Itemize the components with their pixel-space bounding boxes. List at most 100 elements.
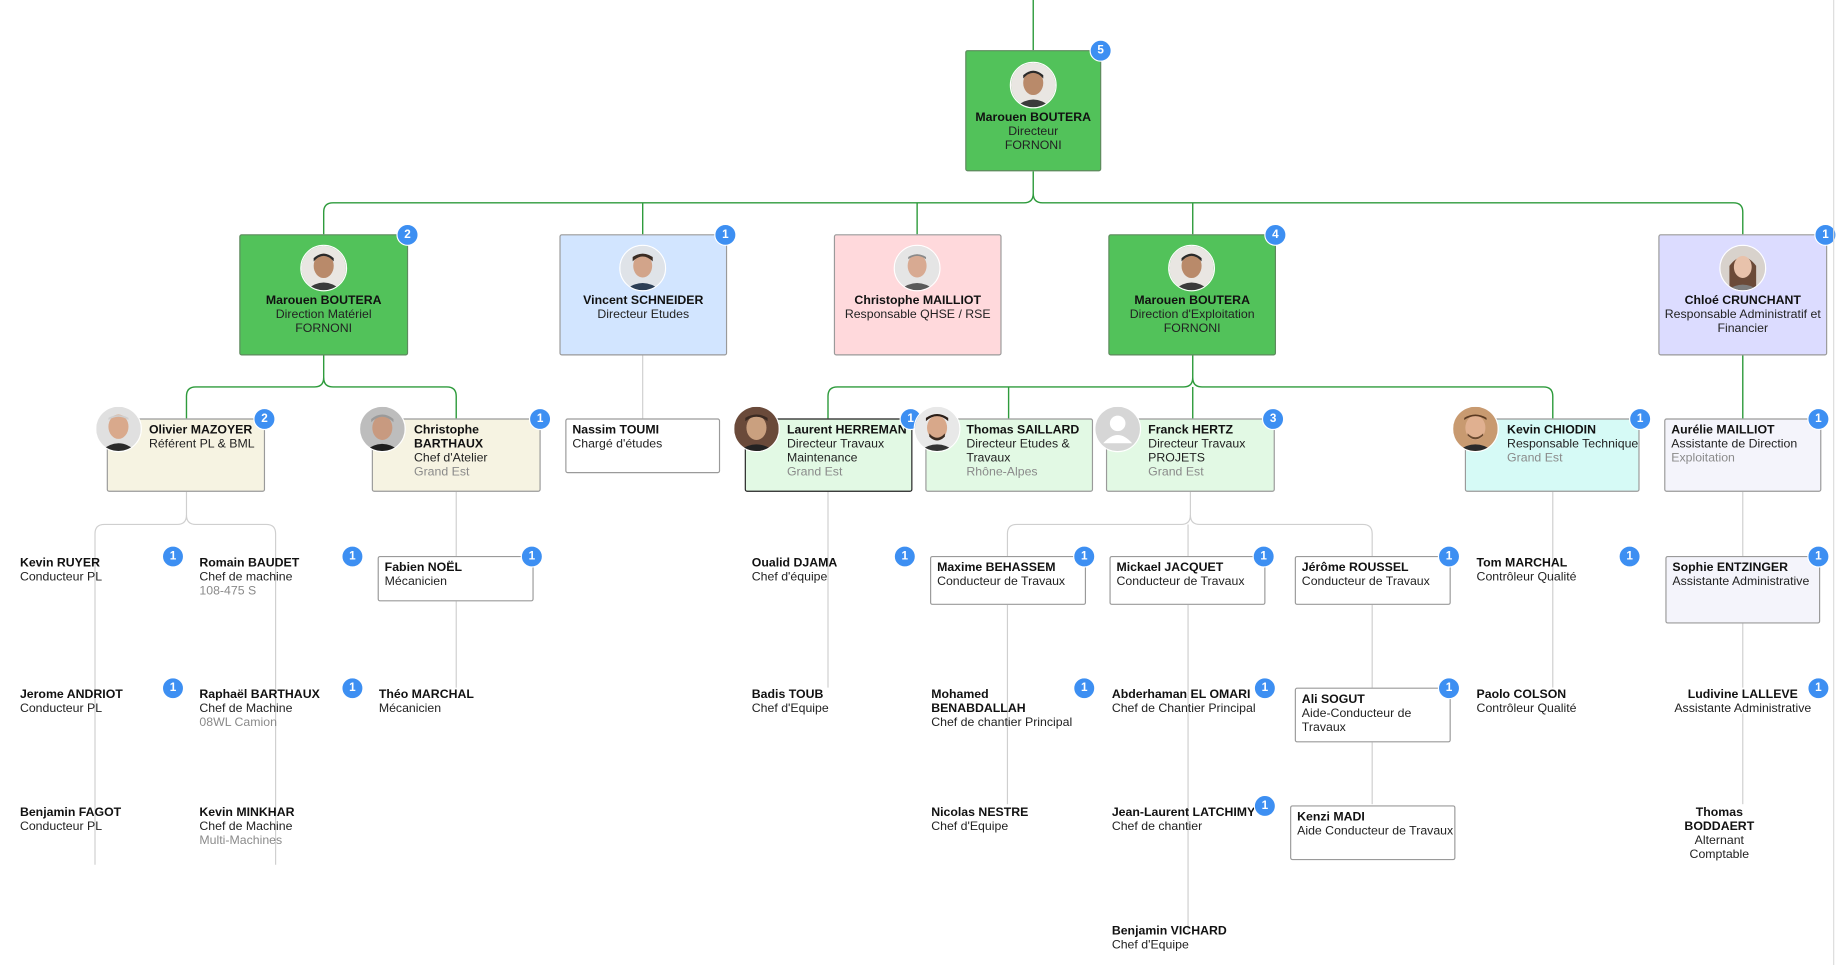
person-location: 108-475 S (199, 583, 257, 598)
node-text: Sophie ENTZINGER Assistante Administrati… (1672, 561, 1820, 589)
person-name: Vincent SCHNEIDER (583, 293, 704, 308)
node-aurelie-mailliot[interactable]: Aurélie MAILLIOT Assistante de Direction… (1664, 407, 1832, 492)
direct-reports-badge[interactable]: 4 (1264, 223, 1287, 246)
direct-reports-badge[interactable]: 1 (520, 545, 544, 568)
direct-reports-badge[interactable]: 1 (161, 545, 185, 568)
person-name: Théo MARCHAL (378, 687, 474, 702)
node-direction-materiel[interactable]: Marouen BOUTERA Direction Matériel FORNO… (239, 223, 419, 356)
node-thomas-boddaert[interactable]: Thomas BODDAERT Alternant Comptable (1665, 805, 1820, 861)
direct-reports-badge[interactable]: 1 (341, 677, 364, 700)
avatar (893, 244, 941, 292)
direct-reports-badge[interactable]: 1 (1807, 545, 1830, 568)
node-christophe-barthaux[interactable]: Christophe BARTHAUX Chef d'Atelier Grand… (358, 405, 552, 492)
node-badis-toub[interactable]: Badis TOUB Chef d'Equipe (752, 688, 893, 723)
person-name: Christophe MAILLIOT (854, 293, 981, 308)
direct-reports-badge[interactable]: 1 (1807, 407, 1830, 431)
node-franck-hertz[interactable]: Franck HERTZ Directeur Travaux PROJETS G… (1094, 405, 1288, 492)
node-fabien-noel[interactable]: Fabien NOËL Mécanicien 1 (377, 545, 545, 602)
node-mohamed-benabdallah[interactable]: Mohamed BENABDALLAH Chef de chantier Pri… (931, 677, 1098, 730)
direct-reports-badge[interactable]: 1 (528, 407, 552, 431)
person-location: Grand Est (786, 465, 843, 480)
direct-reports-badge[interactable]: 1 (1807, 677, 1830, 700)
person-name: Maxime BEHASSEM (937, 560, 1056, 575)
node-kevin-chiodin[interactable]: Kevin CHIODIN Responsable Technique Gran… (1451, 405, 1653, 492)
node-nassim-toumi[interactable]: Nassim TOUMI Chargé d'études (565, 418, 721, 474)
node-jean-laurent-latchimy[interactable]: Jean-Laurent LATCHIMY Chef de chantier 1 (1111, 794, 1279, 840)
node-theo-marchal[interactable]: Théo MARCHAL Mécanicien (379, 688, 520, 723)
direct-reports-badge[interactable]: 1 (714, 223, 737, 246)
person-name: Mickael JACQUET (1116, 560, 1224, 575)
node-oualid-djama[interactable]: Oualid DJAMA Chef d'équipe 1 (752, 545, 919, 591)
direct-reports-badge[interactable]: 3 (1261, 407, 1285, 431)
direct-reports-badge[interactable]: 1 (1253, 677, 1277, 700)
direct-reports-badge[interactable]: 1 (1629, 407, 1652, 431)
node-romain-baudet[interactable]: Romain BAUDET Chef de machine 108-475 S … (199, 545, 364, 603)
node-text: Thomas SAILLARD Directeur Etudes & Trava… (966, 423, 1088, 479)
node-card[interactable] (565, 418, 721, 474)
node-card[interactable] (1109, 555, 1266, 605)
direct-reports-badge[interactable]: 2 (253, 407, 276, 431)
node-jerome-roussel[interactable]: Jérôme ROUSSEL Conducteur de Travaux 1 (1294, 545, 1463, 605)
node-card[interactable] (1664, 418, 1822, 492)
person-name: Christophe BARTHAUX (413, 423, 484, 452)
direct-reports-badge[interactable]: 1 (341, 545, 364, 568)
person-title: Directeur Travaux Maintenance (786, 437, 885, 466)
node-ali-sogut[interactable]: Ali SOGUT Aide-Conducteur de Travaux 1 (1294, 677, 1463, 743)
direct-reports-badge[interactable]: 1 (893, 545, 916, 568)
node-tom-marchal[interactable]: Tom MARCHAL Contrôleur Qualité 1 (1477, 545, 1644, 591)
direct-reports-badge[interactable]: 5 (1089, 39, 1112, 62)
direct-reports-badge[interactable]: 1 (1073, 677, 1096, 700)
direct-reports-badge[interactable]: 1 (1814, 223, 1837, 246)
node-ludivine-lalleve[interactable]: Ludivine LALLEVE Assistante Administrati… (1665, 677, 1832, 723)
node-benjamin-vichard[interactable]: Benjamin VICHARD Chef d'Equipe (1112, 924, 1253, 959)
direct-reports-badge[interactable]: 1 (1253, 794, 1277, 818)
direct-reports-badge[interactable]: 1 (1073, 545, 1096, 568)
node-sophie-entzinger[interactable]: Sophie ENTZINGER Assistante Administrati… (1665, 545, 1832, 624)
person-location: Exploitation (1671, 451, 1735, 466)
person-title: Référent PL & BML (148, 437, 255, 452)
node-card[interactable] (1294, 687, 1451, 743)
node-raphael-barthaux[interactable]: Raphaël BARTHAUX Chef de Machine 08WL Ca… (199, 677, 364, 735)
node-card[interactable] (930, 555, 1087, 605)
person-name: Fabien NOËL (384, 560, 463, 575)
direct-reports-badge[interactable]: 1 (1437, 677, 1461, 700)
node-kevin-ruyer[interactable]: Kevin RUYER Conducteur PL 1 (20, 545, 185, 591)
node-card[interactable] (1290, 805, 1456, 861)
node-nicolas-nestre[interactable]: Nicolas NESTRE Chef d'Equipe (931, 805, 1072, 840)
node-text: Olivier MAZOYER Référent PL & BML (149, 423, 266, 451)
person-title: Chef de chantier (1111, 819, 1203, 834)
node-jerome-andriot[interactable]: Jerome ANDRIOT Conducteur PL 1 (20, 677, 185, 723)
node-directeur-etudes[interactable]: Vincent SCHNEIDER Directeur Etudes 1 (559, 223, 737, 356)
person-name: Jérôme ROUSSEL (1301, 560, 1409, 575)
node-olivier-mazoyer[interactable]: Olivier MAZOYER Référent PL & BML 2 (94, 405, 276, 492)
node-text: Chloé CRUNCHANT Responsable Administrati… (1658, 294, 1827, 336)
node-abderhaman-el-omari[interactable]: Abderhaman EL OMARI Chef de Chantier Pri… (1112, 677, 1279, 723)
node-kevin-minkhar[interactable]: Kevin MINKHAR Chef de Machine Multi-Mach… (199, 805, 340, 852)
node-card[interactable] (377, 555, 534, 602)
direct-reports-badge[interactable]: 1 (1437, 545, 1461, 568)
node-maxime-behassem[interactable]: Maxime BEHASSEM Conducteur de Travaux 1 (930, 545, 1098, 605)
node-kenzi-madi[interactable]: Kenzi MADI Aide Conducteur de Travaux (1290, 805, 1456, 861)
node-root[interactable]: Marouen BOUTERA Directeur FORNONI 5 (965, 39, 1112, 172)
node-responsable-qhse[interactable]: Christophe MAILLIOT Responsable QHSE / R… (833, 234, 1002, 356)
node-responsable-admin-financier[interactable]: Chloé CRUNCHANT Responsable Administrati… (1658, 223, 1837, 356)
direct-reports-badge[interactable]: 1 (161, 677, 185, 700)
vertical-scroll-edge[interactable] (1833, 0, 1835, 965)
node-text: Franck HERTZ Directeur Travaux PROJETS G… (1148, 423, 1270, 479)
direct-reports-badge[interactable]: 1 (1618, 545, 1641, 568)
node-text: Mickael JACQUET Conducteur de Travaux (1117, 561, 1265, 589)
node-benjamin-fagot[interactable]: Benjamin FAGOT Conducteur PL (20, 805, 161, 840)
direct-reports-badge[interactable]: 2 (396, 223, 419, 246)
node-paolo-colson[interactable]: Paolo COLSON Contrôleur Qualité (1477, 688, 1618, 723)
node-direction-exploitation[interactable]: Marouen BOUTERA Direction d'Exploitation… (1108, 223, 1287, 356)
node-card[interactable] (1105, 418, 1275, 492)
person-title: Contrôleur Qualité (1476, 701, 1577, 716)
node-mickael-jacquet[interactable]: Mickael JACQUET Conducteur de Travaux 1 (1109, 545, 1277, 605)
node-card[interactable] (1665, 555, 1821, 624)
node-laurent-herreman[interactable]: Laurent HERREMAN Directeur Travaux Maint… (732, 405, 922, 492)
node-thomas-saillard[interactable]: Thomas SAILLARD Directeur Etudes & Trava… (913, 405, 1095, 492)
node-card[interactable] (1294, 555, 1451, 605)
direct-reports-badge[interactable]: 1 (1252, 545, 1275, 568)
person-title: Chef de machine (199, 569, 293, 584)
